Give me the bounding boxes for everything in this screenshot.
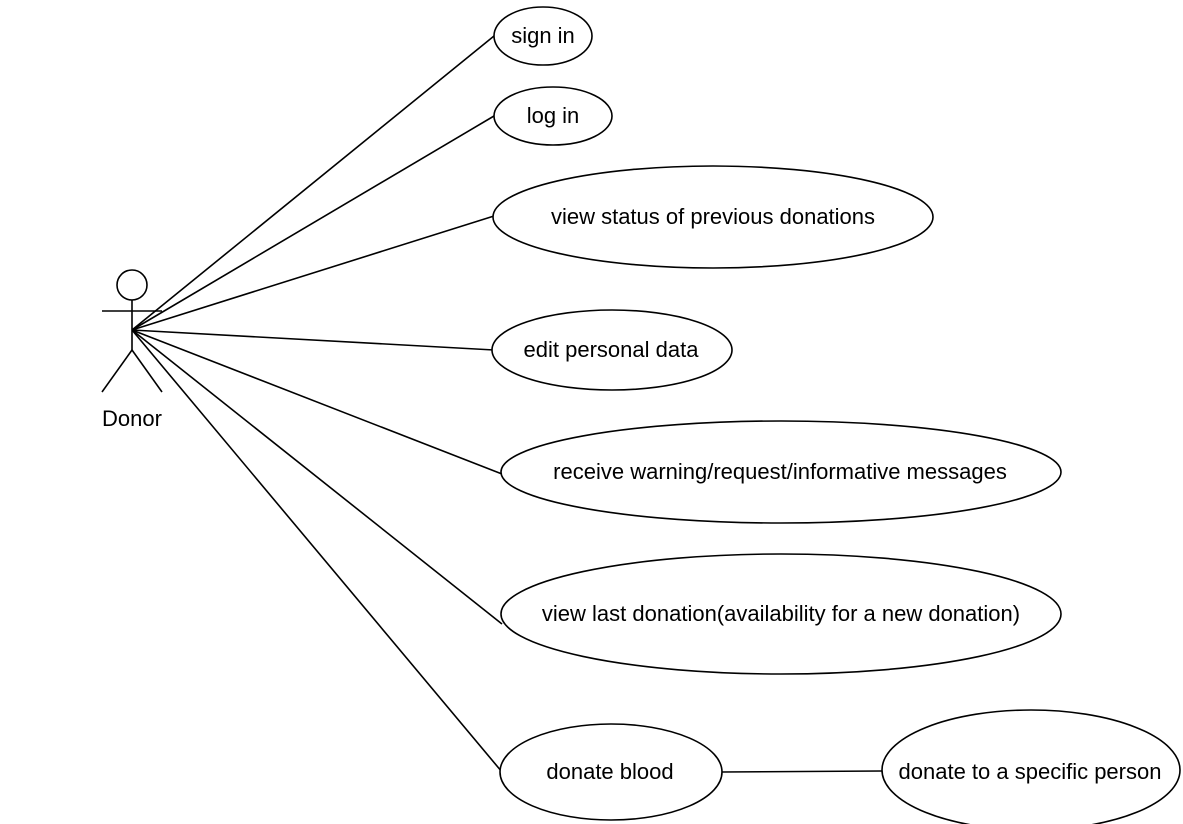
use-case-donate-specific: donate to a specific person (881, 709, 1181, 824)
use-case-view-last-donation: view last donation(availability for a ne… (500, 553, 1062, 675)
actor-head (116, 269, 148, 301)
association-sign-in (131, 35, 495, 331)
use-case-label: log in (527, 103, 580, 128)
use-case-label: view last donation(availability for a ne… (542, 601, 1020, 626)
use-case-ellipse (493, 6, 593, 66)
use-case-log-in: log in (493, 86, 613, 146)
association-view-status (131, 215, 495, 331)
use-case-label: donate to a specific person (899, 759, 1162, 784)
use-case-label: sign in (511, 23, 575, 48)
association-view-last-donation (131, 329, 503, 625)
use-case-receive-messages: receive warning/request/informative mess… (500, 420, 1062, 524)
use-case-ellipse (492, 165, 934, 269)
use-case-edit-personal-data: edit personal data (491, 309, 733, 391)
use-case-ellipse (499, 723, 723, 821)
association-edit-personal-data (131, 329, 495, 351)
actor-donor: Donor (101, 269, 163, 431)
association-donate-specific (721, 770, 883, 773)
use-case-label: donate blood (546, 759, 673, 784)
use-case-label: view status of previous donations (551, 204, 875, 229)
use-case-label: receive warning/request/informative mess… (553, 459, 1007, 484)
association-receive-messages (131, 329, 503, 475)
use-case-label: edit personal data (524, 337, 700, 362)
actor-right-leg (131, 349, 163, 393)
actor-left-leg (101, 349, 133, 393)
associations (131, 35, 883, 773)
use-case-ellipse (500, 553, 1062, 675)
association-log-in (131, 115, 495, 331)
use-case-ellipse (491, 309, 733, 391)
use-case-ellipse (493, 86, 613, 146)
use-case-ellipse (881, 709, 1181, 824)
use-case-donate-blood: donate blood (499, 723, 723, 821)
actor-label: Donor (102, 406, 162, 431)
association-donate-blood (131, 329, 503, 773)
use-case-ellipse (500, 420, 1062, 524)
use-case-view-status: view status of previous donations (492, 165, 934, 269)
use-case-sign-in: sign in (493, 6, 593, 66)
